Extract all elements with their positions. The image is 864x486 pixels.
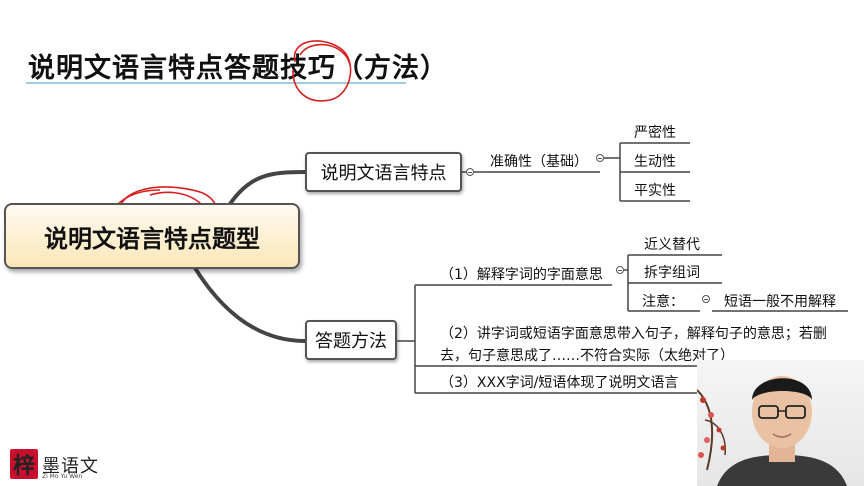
node-item-2-line2[interactable]: 去，句子意思成了……不符合实际（太绝对了） (440, 348, 734, 364)
title-underline (26, 82, 406, 84)
node-item-1[interactable]: （1）解释字词的字面意思 (440, 267, 603, 283)
brand-logo-subtext: Zi Mo Yu Wen (42, 473, 83, 480)
logo-glyph: 梓 (12, 453, 35, 479)
page-title: 说明文语言特点答题技巧（方法） (28, 53, 448, 84)
leaf-synonym[interactable]: 近义替代 (644, 237, 700, 253)
collapse-toggle-icon[interactable] (596, 154, 604, 162)
node-accuracy[interactable]: 准确性（基础） (490, 154, 588, 170)
leaf-plain[interactable]: 平实性 (634, 183, 676, 199)
central-topic[interactable]: 说明文语言特点题型 (4, 203, 300, 269)
brand-logo-mark: 梓 (10, 449, 38, 479)
presenter-video-image (697, 376, 847, 486)
branch-language-features[interactable]: 说明文语言特点 (305, 152, 462, 192)
annotation-circle-title (292, 40, 352, 102)
leaf-vivid[interactable]: 生动性 (634, 154, 676, 170)
branch-answer-methods[interactable]: 答题方法 (305, 320, 397, 360)
collapse-toggle-icon[interactable] (616, 266, 624, 274)
brand-logo-text: 墨语文 (42, 456, 99, 477)
leaf-split-char[interactable]: 拆字组词 (644, 265, 700, 281)
node-note-label[interactable]: 注意： (642, 294, 684, 310)
presenter-webcam (697, 360, 864, 486)
collapse-toggle-icon[interactable] (702, 295, 710, 303)
leaf-note[interactable]: 短语一般不用解释 (724, 294, 836, 310)
node-item-2-line1[interactable]: （2）讲字词或短语字面意思带入句子，解释句子的意思；若删 (440, 326, 827, 342)
collapse-toggle-icon[interactable] (466, 168, 474, 176)
leaf-rigorous[interactable]: 严密性 (634, 125, 676, 141)
node-item-3[interactable]: （3）XXX字词/短语体现了说明文语言 (440, 375, 679, 391)
